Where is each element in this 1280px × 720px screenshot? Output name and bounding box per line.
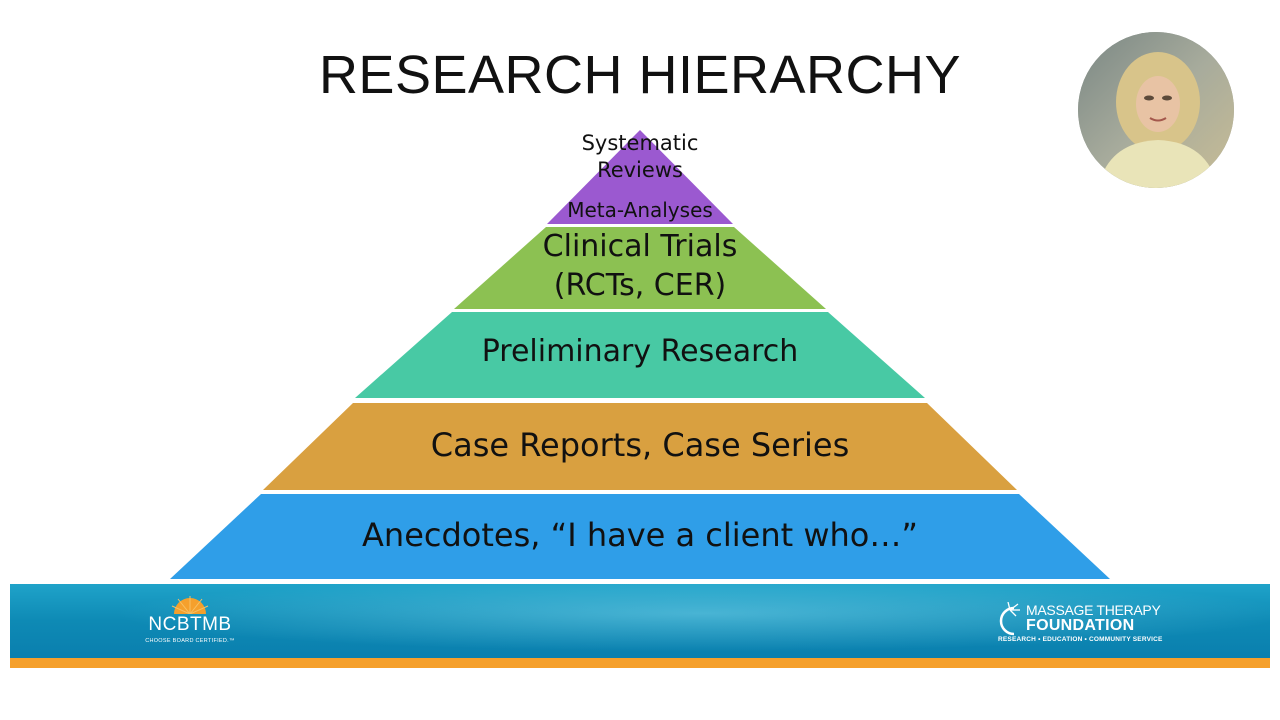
ncbtmb-logo-brand: NCBTMB — [148, 614, 232, 635]
foundation-swirl-icon — [999, 602, 1020, 636]
pyramid-level-1-shape — [547, 130, 733, 224]
footer-stripe — [10, 658, 1270, 668]
pyramid-level-1-label-line-2: Reviews — [597, 158, 683, 182]
presenter-photo-image — [1078, 32, 1234, 188]
foundation-logo-line-2: FOUNDATION — [1026, 617, 1135, 634]
pyramid-level-2-label-line-1: Clinical Trials — [542, 229, 738, 264]
pyramid-level-1-label-line-1: Systematic — [581, 131, 699, 155]
foundation-logo-line-3: RESEARCH • EDUCATION • COMMUNITY SERVICE — [998, 636, 1163, 643]
foundation-logo-line-1: MASSAGE THERAPY — [1026, 602, 1161, 618]
pyramid-level-3-shape — [355, 312, 925, 398]
presenter-photo — [1078, 32, 1234, 188]
pyramid-level-2-label-line-2: (RCTs, CER) — [553, 268, 727, 303]
pyramid-level-5-shape — [170, 494, 1110, 579]
ncbtmb-logo-tagline: CHOOSE BOARD CERTIFIED.™ — [145, 638, 235, 644]
ncbtmb-logo: NCBTMB CHOOSE BOARD CERTIFIED.™ — [140, 596, 240, 648]
research-pyramid — [170, 130, 1110, 579]
pyramid-level-5-label: Anecdotes, “I have a client who…” — [362, 516, 918, 554]
sunburst-icon — [171, 596, 209, 614]
pyramid-level-4-label: Case Reports, Case Series — [430, 426, 850, 464]
pyramid-level-1-label-line-3: Meta-Analyses — [567, 198, 713, 222]
pyramid-level-4-shape — [263, 403, 1017, 490]
pyramid-level-2-shape — [454, 227, 826, 309]
massage-therapy-foundation-logo: MASSAGE THERAPY FOUNDATION RESEARCH • ED… — [996, 600, 1166, 648]
slide-title: RESEARCH HIERARCHY — [318, 45, 962, 105]
footer-band — [10, 584, 1270, 658]
pyramid-level-3-label: Preliminary Research — [481, 334, 799, 369]
